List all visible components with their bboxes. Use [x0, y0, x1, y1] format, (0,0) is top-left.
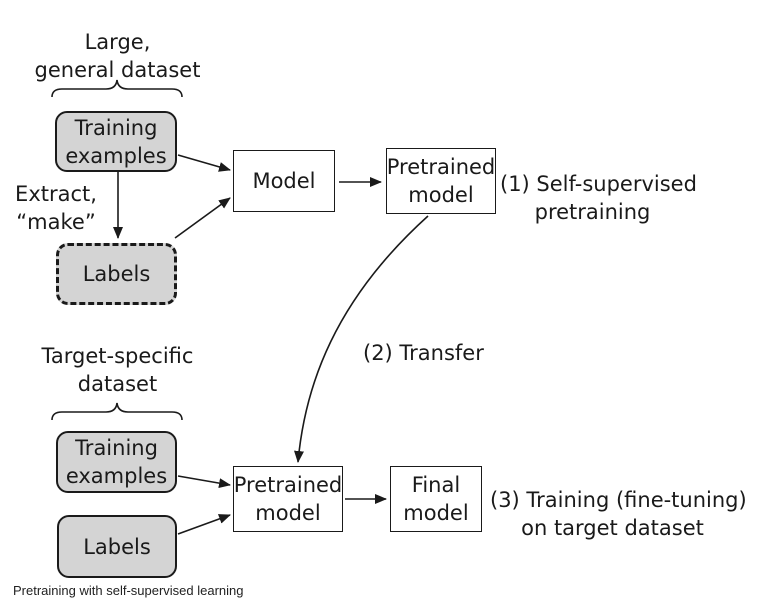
bottom-pretrained-model-box: Pretrained model [233, 466, 343, 532]
bottom-dataset-brace [51, 402, 183, 421]
bottom-dataset-label: Target-specific dataset [30, 342, 205, 398]
final-model-line1: Final [411, 473, 461, 497]
top-pretrained-model-line2: model [408, 183, 474, 207]
arrow-transfer [294, 215, 429, 463]
step1-label-line1: (1) Self-supervised [500, 172, 697, 196]
top-dataset-label: Large, general dataset [30, 28, 205, 84]
figure-caption: Pretraining with self-supervised learnin… [13, 583, 244, 598]
transfer-label-text: (2) Transfer [363, 341, 484, 365]
arrow-bottom-labels-to-pretrained [177, 514, 231, 535]
final-model-box: Final model [390, 466, 482, 532]
top-pretrained-model-line1: Pretrained [386, 155, 496, 179]
bottom-pretrained-model-line1: Pretrained [233, 473, 343, 497]
bottom-training-examples-box: Training examples [56, 431, 177, 493]
top-dataset-label-line1: Large, [84, 30, 151, 54]
top-labels-text: Labels [82, 262, 151, 286]
model-box: Model [233, 150, 335, 212]
transfer-label: (2) Transfer [363, 339, 484, 367]
extract-label-line2: “make” [16, 210, 96, 234]
top-training-examples-line2: examples [65, 143, 167, 168]
bottom-labels-text: Labels [83, 534, 151, 559]
step3-label-line1: (3) Training (fine-tuning) [490, 488, 747, 512]
bottom-pretrained-model-line2: model [255, 501, 321, 525]
top-training-examples-box: Training examples [55, 111, 177, 172]
arrow-examples-to-model [177, 154, 231, 172]
top-labels-box: Labels [56, 243, 177, 305]
arrow-labels-to-model [174, 197, 231, 239]
bottom-dataset-label-line2: dataset [77, 372, 158, 396]
top-training-examples-line1: Training [74, 115, 158, 140]
bottom-dataset-label-line1: Target-specific [41, 344, 194, 368]
bottom-training-examples-line1: Training [75, 436, 158, 460]
bottom-training-examples-line2: examples [65, 464, 168, 488]
step3-label: (3) Training (fine-tuning) on target dat… [490, 486, 747, 542]
extract-label: Extract, “make” [6, 180, 106, 236]
step1-label-line2: pretraining [534, 200, 651, 224]
arrow-bottom-examples-to-pretrained [177, 475, 231, 489]
bottom-labels-box: Labels [57, 515, 177, 578]
top-dataset-label-line2: general dataset [34, 58, 201, 82]
model-text: Model [252, 169, 316, 193]
step3-label-line2: on target dataset [521, 516, 704, 540]
top-pretrained-model-box: Pretrained model [386, 148, 496, 214]
step1-label: (1) Self-supervised pretraining [500, 170, 697, 226]
final-model-line2: model [403, 501, 469, 525]
extract-label-line1: Extract, [15, 182, 97, 206]
top-dataset-brace [51, 79, 183, 98]
